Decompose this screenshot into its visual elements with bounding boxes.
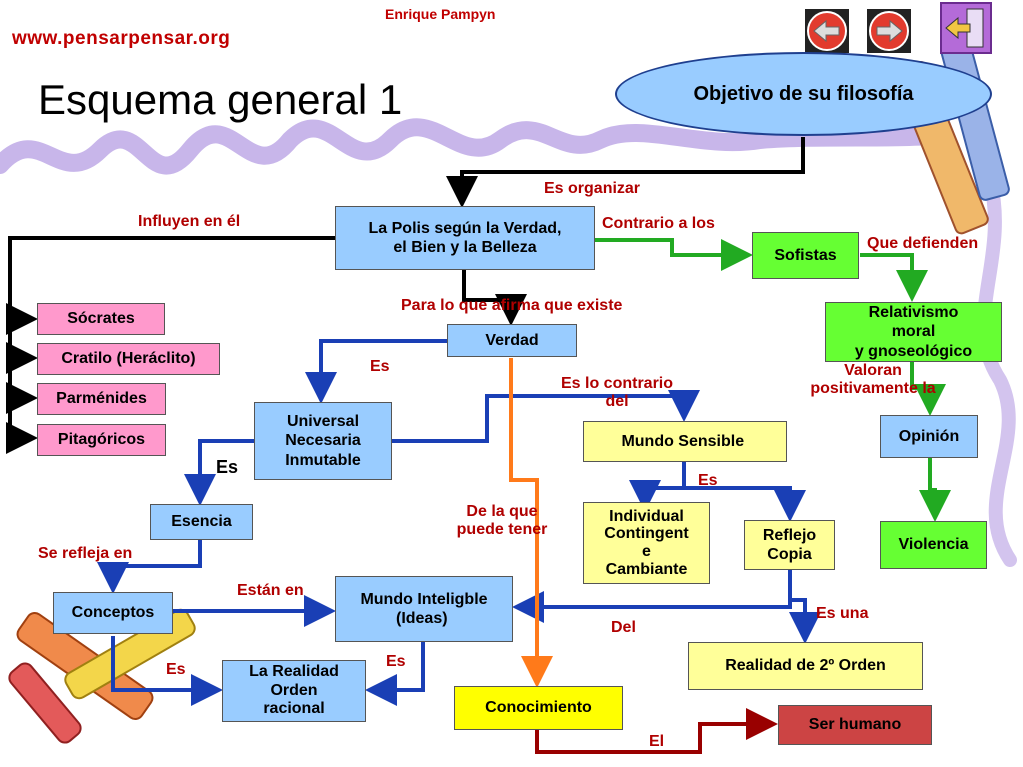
node-conocimiento: Conocimiento (454, 686, 623, 730)
node-reflejo-line1: Reflejo (762, 526, 817, 544)
node-mundo-sensible-label: Mundo Sensible (621, 432, 745, 450)
node-violencia: Violencia (880, 521, 987, 569)
label-es-lo-contrario-line2: del (605, 392, 629, 410)
arrow-universal-esencia (184, 439, 254, 506)
author-name: Enrique Pampyn (385, 6, 496, 22)
arrow-polis-sofistas (595, 238, 753, 271)
node-conocimiento-label: Conocimiento (485, 699, 592, 717)
node-mundo-inteligible-line2: (Ideas) (395, 610, 448, 627)
node-individual-line2: Contingent (604, 525, 689, 543)
label-influyen: Influyen en él (138, 213, 241, 230)
node-individual-line1: Individual (609, 507, 684, 525)
arrow-relativismo-opinion (910, 362, 946, 416)
node-parmenides: Parménides (37, 383, 166, 415)
label-es-verdad: Es (370, 358, 390, 375)
node-relativismo-line2: moral (891, 323, 936, 341)
arrow-reflejo-inteligible (512, 570, 792, 623)
label-contrario: Contrario a los (602, 215, 715, 232)
node-realidad-orden: La Realidad Orden racional (222, 660, 366, 722)
arrow-esencia-conceptos (97, 540, 202, 594)
node-realidad-2-orden: Realidad de 2º Orden (688, 642, 923, 690)
label-es-lo-contrario-line1: Es lo contrario (560, 375, 674, 392)
node-polis-line2: el Bien y la Belleza (393, 239, 537, 256)
node-reflejo: Reflejo Copia (744, 520, 835, 570)
exit-icon[interactable] (940, 2, 992, 54)
label-de-la-que: De la que puede tener (440, 503, 564, 538)
node-reflejo-line2: Copia (767, 546, 812, 563)
label-es-conceptos: Es (166, 661, 186, 678)
node-mundo-inteligible-line2-wrap: (Ideas) (396, 609, 452, 628)
purple-wave-right (976, 173, 1017, 567)
node-sofistas: Sofistas (752, 232, 859, 279)
label-estan-en: Están en (237, 582, 304, 599)
label-que-defienden: Que defienden (867, 235, 979, 252)
arrow-verdad-conocimiento (509, 358, 553, 688)
arrow-reflejo-realidad2 (789, 598, 821, 644)
node-objetivo: Objetivo de su filosofía (615, 52, 992, 136)
node-universal-line3: Inmutable (285, 451, 361, 469)
node-realidad-orden-line3: racional (263, 700, 325, 718)
node-cratilo: Cratilo (Heráclito) (37, 343, 220, 375)
label-para-lo-que: Para lo que afirma que existe (401, 297, 623, 314)
node-ser-humano: Ser humano (778, 705, 932, 745)
arrow-sensible-reflejo (682, 462, 806, 522)
node-relativismo-line3: y gnoseológico (854, 342, 973, 360)
arrow-conocimiento-serhumano (535, 708, 778, 754)
label-es-inteligible: Es (386, 653, 406, 670)
arrow-opinion-violencia (919, 458, 951, 522)
arrow-polis-verdad (462, 270, 527, 326)
label-el: El (649, 733, 665, 750)
arrow-universal-sensible (392, 390, 700, 443)
node-pitagoricos: Pitagóricos (37, 424, 166, 456)
label-valoran-line1: Valoran (844, 362, 902, 379)
arrow-sofistas-relativismo (860, 253, 928, 302)
label-es-una: Es una (816, 605, 869, 622)
label-es-organizar: Es organizar (544, 180, 641, 197)
label-de-la-que-line1: De la que (466, 503, 538, 520)
node-mundo-inteligible-line1: Mundo Inteligble (360, 590, 488, 608)
site-url[interactable]: www.pensarpensar.org (12, 28, 231, 49)
node-ser-humano-label: Ser humano (808, 716, 902, 734)
node-esencia: Esencia (150, 504, 253, 540)
label-es-universal: Es (216, 457, 239, 477)
node-individual-line3: e (642, 543, 651, 560)
label-se-refleja: Se refleja en (38, 545, 133, 562)
arrow-verdad-universal (305, 339, 447, 404)
node-realidad-orden-line1: La Realidad (249, 663, 339, 681)
node-individual: Individual Contingent e Cambiante (583, 502, 710, 584)
node-universal: Universal Necesaria Inmutable (254, 402, 392, 480)
label-valoran-line2: positivamente la (810, 379, 936, 397)
node-realidad-orden-line2: Orden (270, 681, 318, 699)
label-es-lo-contrario: Es lo contrario del (545, 375, 689, 410)
back-icon[interactable] (804, 8, 850, 54)
node-relativismo-line1: Relativismo (868, 304, 959, 322)
node-mundo-sensible: Mundo Sensible (583, 421, 787, 462)
node-universal-line1: Universal (286, 413, 360, 431)
node-mundo-inteligible: Mundo Inteligble (Ideas) (335, 576, 513, 642)
forward-icon[interactable] (866, 8, 912, 54)
arrow-objetivo-polis (446, 137, 805, 208)
node-polis-line1: La Polis según la Verdad, (368, 219, 562, 237)
node-relativismo: Relativismo moral y gnoseológico (825, 302, 1002, 362)
arrow-inteligible-realidad (365, 642, 425, 706)
node-polis: La Polis según la Verdad, el Bien y la B… (335, 206, 595, 270)
label-del: Del (611, 619, 636, 636)
node-verdad: Verdad (447, 324, 577, 357)
node-socrates: Sócrates (37, 303, 165, 335)
node-universal-line2: Necesaria (285, 432, 361, 450)
arrow-sensible-individual (629, 462, 686, 512)
label-valoran: Valoran positivamente la (793, 362, 953, 397)
node-individual-line4: Cambiante (605, 560, 688, 578)
page-title: Esquema general 1 (38, 76, 403, 123)
arrow-conceptos-realidad (111, 636, 223, 706)
label-es-sensible: Es (698, 472, 718, 489)
label-de-la-que-line2: puede tener (456, 520, 548, 538)
node-opinion: Opinión (880, 415, 978, 458)
node-conceptos: Conceptos (53, 592, 173, 634)
purple-scribble (0, 118, 949, 175)
